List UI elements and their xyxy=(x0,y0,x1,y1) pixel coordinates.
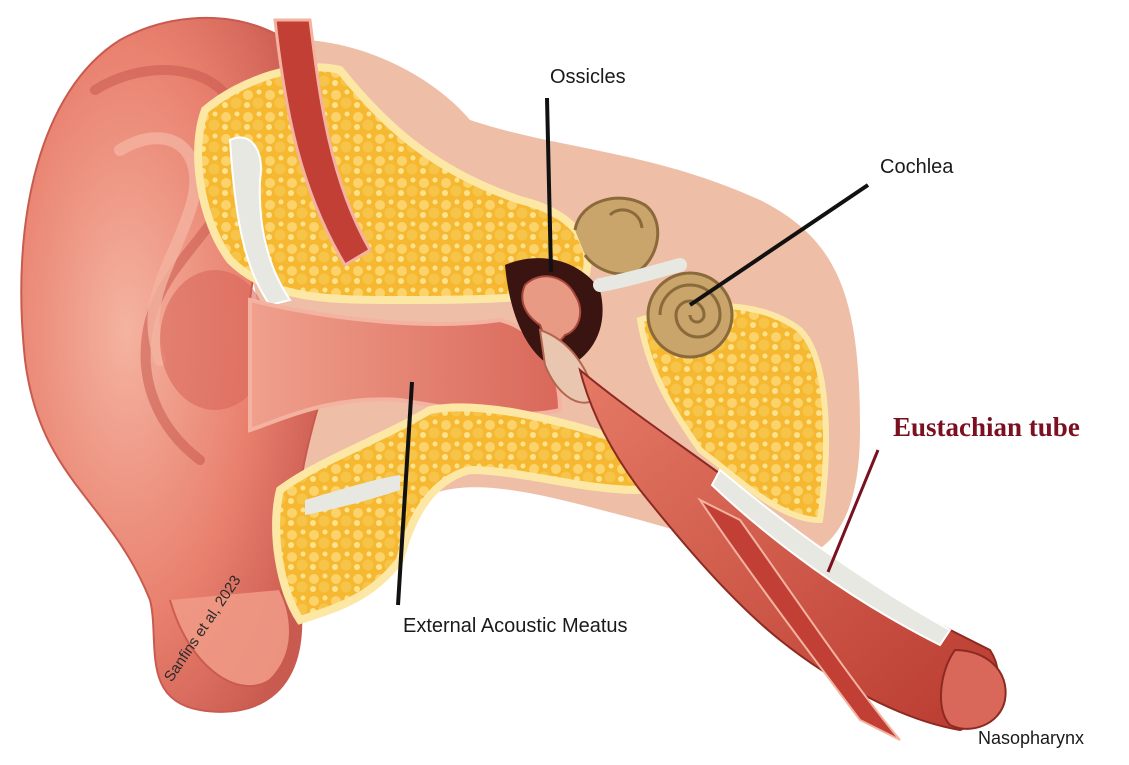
cochlea-label: Cochlea xyxy=(880,156,953,179)
eustachian-tube-label: Eustachian tube xyxy=(893,412,1080,443)
ossicles-label: Ossicles xyxy=(550,66,626,89)
external-acoustic-meatus-label: External Acoustic Meatus xyxy=(403,615,628,638)
nasopharynx-label: Nasopharynx xyxy=(978,728,1084,749)
